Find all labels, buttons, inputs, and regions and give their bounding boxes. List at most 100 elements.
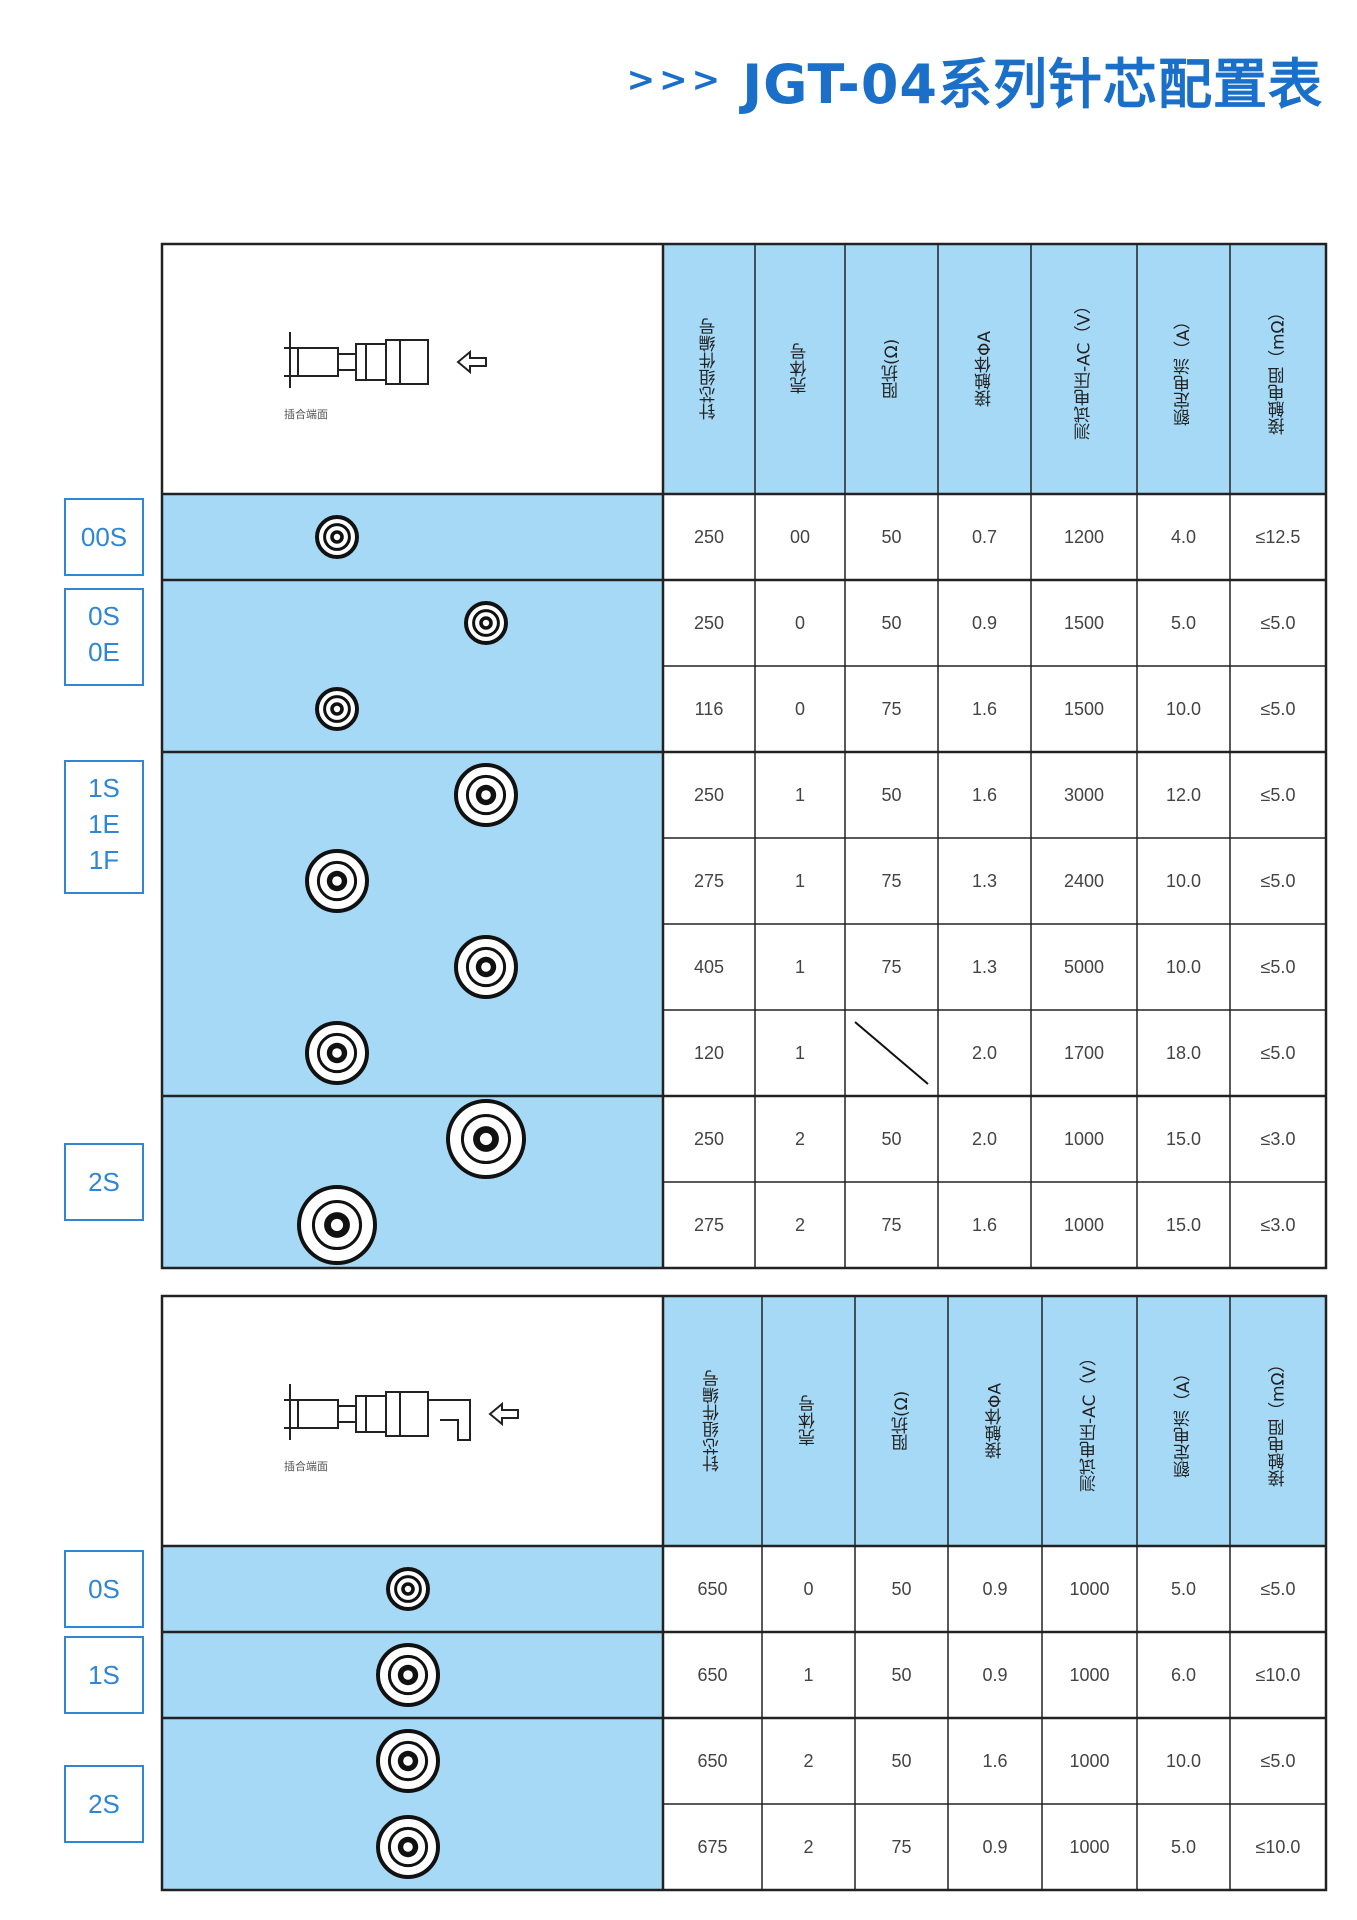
group-label-box: 00S (64, 498, 144, 576)
table-cell: ≤5.0 (1260, 1750, 1296, 1771)
table-cell: 1000 (1063, 1214, 1105, 1235)
coax-contact-icon (376, 1729, 440, 1793)
group-label-box: 2S (64, 1143, 144, 1221)
table-cell: 75 (881, 698, 902, 719)
table-cell: ≤10.0 (1255, 1664, 1301, 1685)
table-cell: 2400 (1063, 870, 1105, 891)
table-cell: 2 (803, 1750, 814, 1771)
table-cell: 2 (803, 1836, 814, 1857)
table-cell: 1 (794, 870, 805, 891)
group-label-box: 0S (64, 1550, 144, 1628)
table-cell: 0.7 (971, 526, 998, 547)
table-cell: 405 (693, 956, 725, 977)
table-cell: 1000 (1069, 1750, 1110, 1771)
table-cell: ≤12.5 (1255, 526, 1301, 547)
table-cell: ≤5.0 (1260, 1578, 1296, 1599)
table-cell: 0 (803, 1578, 814, 1599)
table-frame (160, 1294, 1328, 1892)
table-cell: 1500 (1063, 698, 1105, 719)
column-header: 接触电阻（mΩ） (1268, 303, 1289, 435)
header-blue-band (663, 1296, 1326, 1546)
table-cell: 6.0 (1170, 1664, 1197, 1685)
table-cell: 650 (697, 1578, 728, 1599)
table-cell: 1.3 (971, 956, 998, 977)
table-cell: 1.6 (982, 1750, 1008, 1771)
table-cell: 1.6 (971, 1214, 998, 1235)
table-cell: ≤5.0 (1260, 956, 1296, 977)
table-cell: 10.0 (1165, 870, 1202, 891)
group-label: 2S (88, 1167, 120, 1197)
group-label: 00S (80, 522, 128, 552)
table-cell: 3000 (1063, 784, 1105, 805)
table-cell: 1 (794, 784, 805, 805)
group-label: 1F (88, 845, 120, 875)
table-cell: 2.0 (971, 1128, 998, 1149)
table-cell: ≤3.0 (1260, 1128, 1296, 1149)
group-label-box: 1S (64, 1636, 144, 1714)
table-cell: 1700 (1063, 1042, 1105, 1063)
coax-contact-icon (315, 687, 359, 731)
table-cell: 10.0 (1165, 698, 1202, 719)
table-cell: 50 (891, 1750, 912, 1771)
table-cell: 15.0 (1165, 1128, 1202, 1149)
column-header: 阻抗(Ω) (892, 1390, 912, 1452)
table-cell: 250 (693, 784, 725, 805)
table-cell: 0 (794, 612, 805, 633)
table-cell: 1000 (1069, 1836, 1110, 1857)
group-label: 0S (88, 601, 120, 631)
coax-contact-icon (376, 1643, 440, 1707)
connector-sketch (284, 1384, 519, 1441)
table-cell: 2 (794, 1214, 805, 1235)
table-cell: 1000 (1069, 1664, 1110, 1685)
table-cell: 0.9 (982, 1836, 1008, 1857)
table-frame (160, 242, 1328, 1270)
table-cell: 0.9 (982, 1578, 1008, 1599)
table-cell: 1.6 (971, 698, 998, 719)
table-cell: 1 (794, 1042, 805, 1063)
mating-face-caption: 插合端面 (284, 1460, 328, 1473)
group-label: 1E (88, 809, 120, 839)
coax-contact-icon (315, 515, 359, 559)
mating-face-caption: 插合端面 (284, 408, 328, 421)
table-cell: 1200 (1063, 526, 1105, 547)
table-cell: 1 (794, 956, 805, 977)
table-cell: 50 (891, 1664, 912, 1685)
table-cell: 10.0 (1165, 1750, 1202, 1771)
table-cell: 50 (881, 784, 902, 805)
table-cell: 1000 (1069, 1578, 1110, 1599)
table-cell: 250 (693, 1128, 725, 1149)
table-cell: ≤5.0 (1260, 870, 1296, 891)
column-header: 针芯组件编号 (703, 1370, 723, 1472)
table-cell: 675 (697, 1836, 728, 1857)
table-cell: 10.0 (1165, 956, 1202, 977)
coax-contact-icon (446, 1099, 526, 1179)
table-cell: ≤5.0 (1260, 784, 1296, 805)
column-header: 接触体ΦA (975, 331, 995, 408)
table-cell: 1.6 (971, 784, 998, 805)
table-cell: 5000 (1063, 956, 1105, 977)
column-header: 针芯组件编号 (699, 318, 720, 420)
table-cell: 15.0 (1165, 1214, 1202, 1235)
table-cell: 50 (881, 526, 902, 547)
table-cell: 75 (881, 1214, 902, 1235)
table-cell: ≤10.0 (1255, 1836, 1301, 1857)
table-cell: 650 (697, 1750, 728, 1771)
connector-sketch (284, 332, 487, 388)
coax-contact-icon (297, 1185, 377, 1265)
table-cell: 0.9 (982, 1664, 1008, 1685)
column-header: 接触体ΦA (985, 1383, 1006, 1460)
column-header: 额定电流（A） (1174, 312, 1194, 426)
table-cell: 50 (881, 612, 902, 633)
table-cell: 1 (803, 1664, 814, 1685)
coax-contact-icon (454, 935, 518, 999)
table-cell: 75 (881, 870, 902, 891)
page-title: >>> JGT-04系列针芯配置表 (627, 40, 1323, 119)
header-blue-band (663, 244, 1326, 494)
table-cell: 50 (891, 1578, 912, 1599)
coax-contact-icon (305, 1021, 369, 1085)
table-cell: 2.0 (971, 1042, 998, 1063)
coax-contact-icon (305, 849, 369, 913)
table-cell: 5.0 (1170, 1836, 1197, 1857)
